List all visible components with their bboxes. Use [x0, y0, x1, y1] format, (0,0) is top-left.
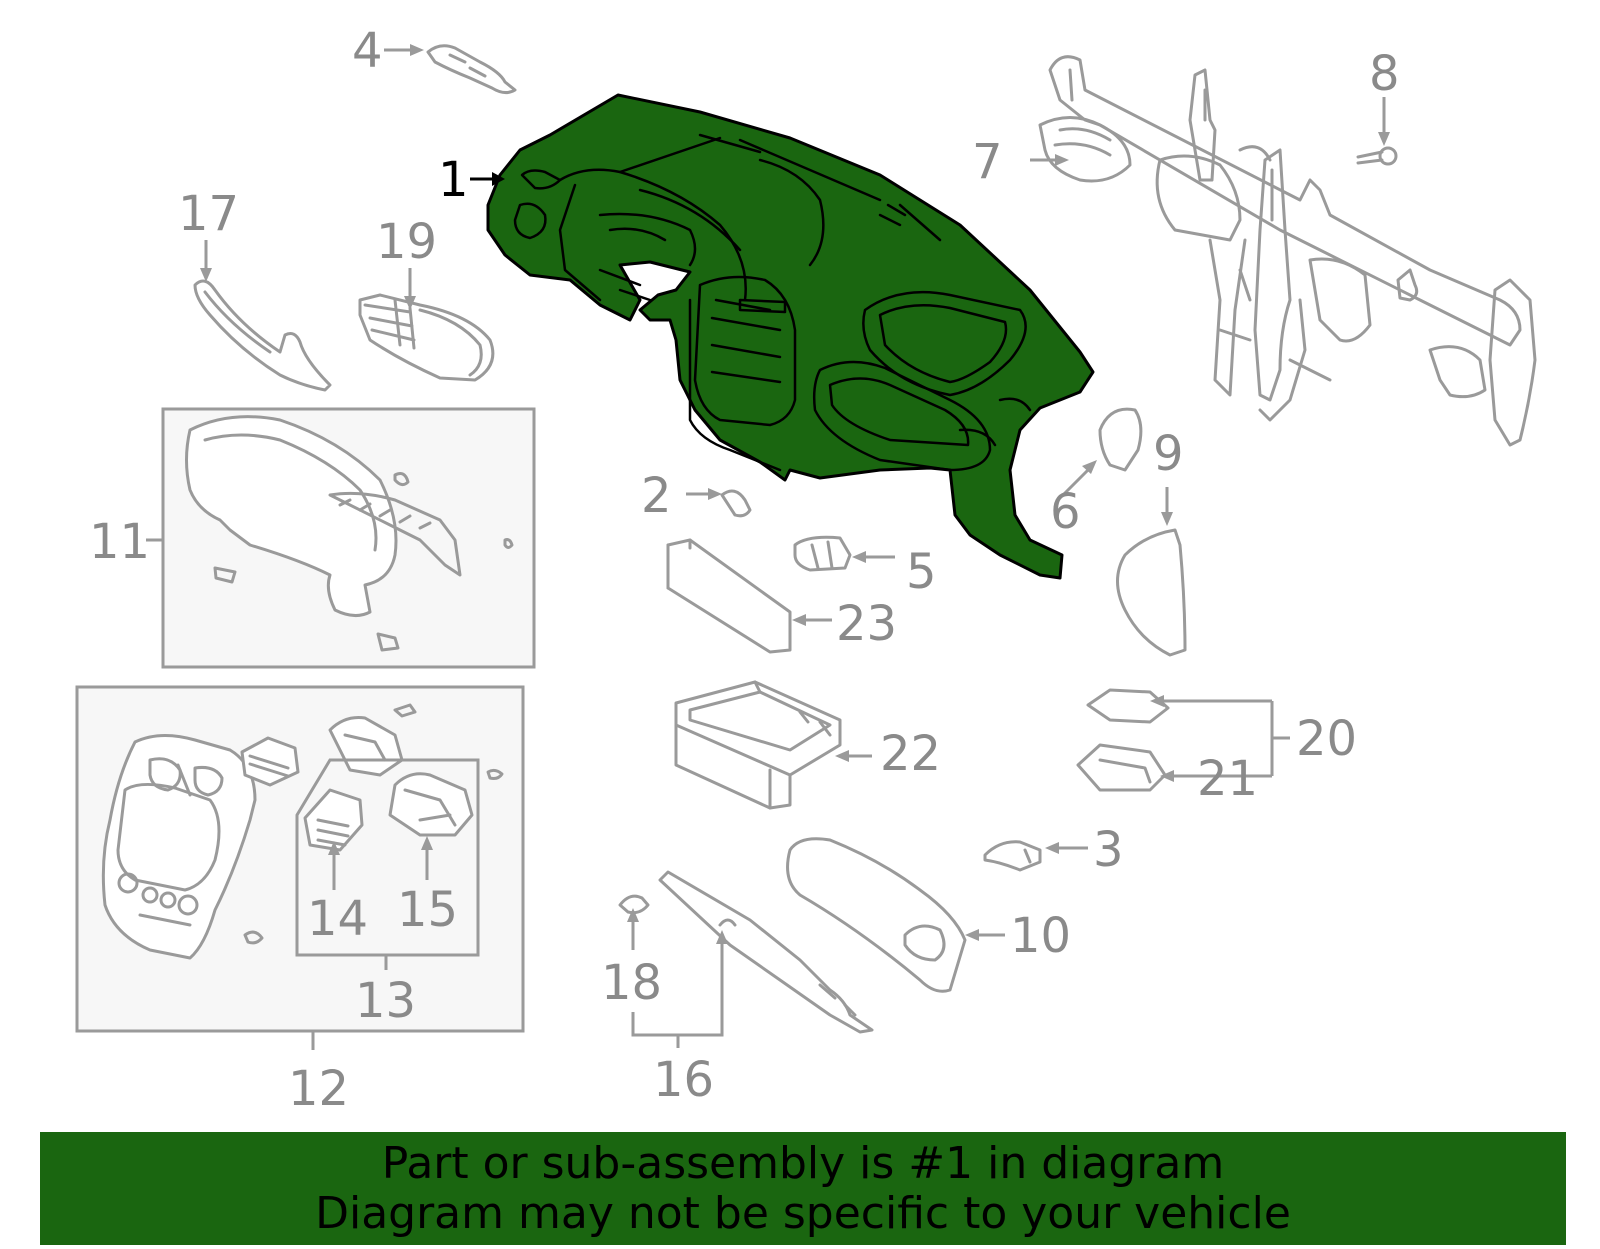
callout-4[interactable]: 4: [352, 23, 383, 79]
callout-19[interactable]: 19: [376, 214, 437, 270]
part-18-clip[interactable]: [618, 894, 650, 915]
callout-3[interactable]: 3: [1093, 822, 1124, 878]
callout-labels: 1 2 3 4 5 6 7 8 9 10 11 12 13 14 15 16 1…: [89, 23, 1400, 1117]
part-6-bracket[interactable]: [1098, 407, 1143, 472]
group-11: [161, 407, 536, 669]
info-banner: Part or sub-assembly is #1 in diagram Di…: [40, 1132, 1566, 1245]
callout-1[interactable]: 1: [438, 152, 469, 208]
callout-7[interactable]: 7: [972, 134, 1003, 190]
group-13: [295, 758, 480, 957]
part-10-glovebox[interactable]: [786, 837, 967, 993]
part-3-clip[interactable]: [983, 840, 1042, 872]
banner-line-1: Part or sub-assembly is #1 in diagram: [381, 1137, 1225, 1189]
leader-lines: [146, 44, 1390, 1050]
callout-22[interactable]: 22: [880, 726, 941, 782]
part-23-pocket[interactable]: [666, 538, 792, 654]
part-4-bracket[interactable]: [426, 44, 517, 95]
part-19-panel[interactable]: [358, 293, 495, 382]
callout-8[interactable]: 8: [1369, 46, 1400, 102]
group-12: [75, 685, 525, 1033]
callout-10[interactable]: 10: [1010, 908, 1071, 964]
callout-5[interactable]: 5: [906, 544, 937, 600]
callout-15[interactable]: 15: [397, 882, 458, 938]
callout-23[interactable]: 23: [836, 596, 897, 652]
callout-16[interactable]: 16: [653, 1052, 714, 1108]
part-20-cover[interactable]: [1086, 688, 1170, 724]
part-2-clip[interactable]: [720, 489, 752, 518]
callout-20[interactable]: 20: [1296, 711, 1357, 767]
instrument-panel-part-1[interactable]: [486, 93, 1095, 580]
callout-9[interactable]: 9: [1153, 426, 1184, 482]
callout-14[interactable]: 14: [307, 891, 368, 947]
callout-17[interactable]: 17: [178, 186, 239, 242]
part-21-cover[interactable]: [1076, 743, 1167, 792]
callout-2[interactable]: 2: [641, 468, 672, 524]
callout-12[interactable]: 12: [288, 1061, 349, 1117]
part-22-box[interactable]: [674, 680, 842, 810]
part-16-panel[interactable]: [658, 870, 874, 1034]
callout-21[interactable]: 21: [1197, 751, 1258, 807]
part-17-trim[interactable]: [193, 279, 332, 392]
part-7-beam[interactable]: [1038, 55, 1537, 447]
callout-6[interactable]: 6: [1050, 484, 1081, 540]
part-5-clip[interactable]: [793, 535, 852, 572]
part-9-endcap[interactable]: [1116, 528, 1187, 657]
callout-11[interactable]: 11: [89, 514, 150, 570]
callout-13[interactable]: 13: [355, 973, 416, 1029]
banner-line-2: Diagram may not be specific to your vehi…: [315, 1187, 1291, 1239]
callout-18[interactable]: 18: [601, 955, 662, 1011]
part-8-bolt[interactable]: [1356, 146, 1398, 166]
